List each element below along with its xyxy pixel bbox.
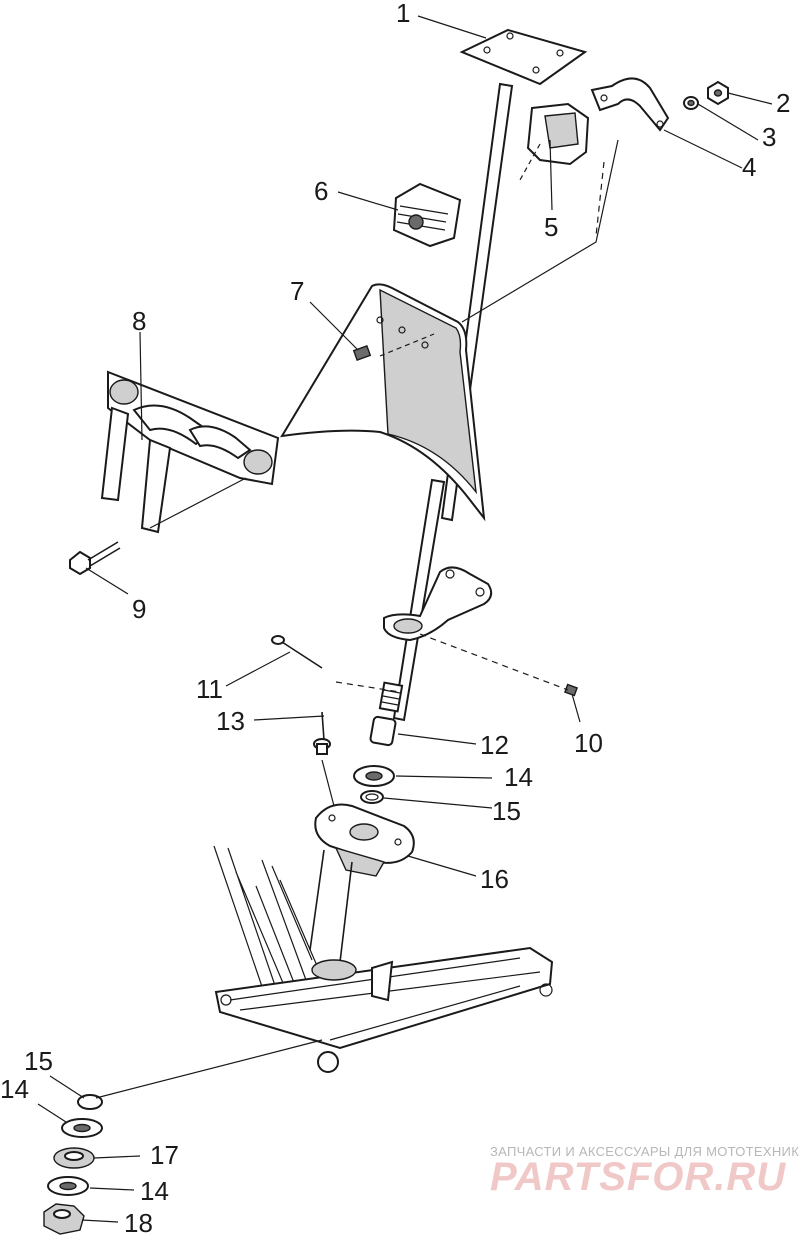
washer-lower-1 (61, 1118, 103, 1138)
callout-4: 4 (742, 152, 756, 182)
callout-1: 1 (396, 0, 410, 28)
nut-part (707, 80, 729, 106)
watermark: ЗАПЧАСТИ И АКСЕССУАРЫ ДЛЯ МОТОТЕХНИКИ PA… (490, 1144, 800, 1199)
callout-2: 2 (776, 88, 790, 118)
gusset-bracket (280, 283, 486, 522)
watermark-caption: ЗАПЧАСТИ И АКСЕССУАРЫ ДЛЯ МОТОТЕХНИКИ (490, 1144, 800, 1159)
lower-frame (213, 845, 554, 1073)
steering-arm-plate (383, 566, 493, 642)
callout-14: 14 (504, 762, 533, 792)
watermark-logo: PARTSFOR.RU (490, 1155, 786, 1199)
callout-9: 9 (132, 594, 146, 624)
washer-lower-2 (47, 1176, 89, 1196)
callout-6: 6 (314, 176, 328, 206)
callout-11: 11 (196, 674, 223, 704)
callout-18: 18 (124, 1208, 153, 1236)
lock-washer (53, 1147, 95, 1169)
callout-14-lower: 14 (0, 1074, 29, 1104)
threaded-end (369, 681, 404, 747)
callout-14-bottom: 14 (140, 1176, 169, 1206)
callout-7: 7 (290, 276, 304, 306)
callout-15-lower: 15 (24, 1046, 53, 1076)
mount-bracket (100, 370, 280, 534)
cotter-pin (271, 635, 323, 669)
callout-12: 12 (480, 730, 509, 760)
callout-8: 8 (132, 306, 146, 336)
washer-part (683, 96, 699, 110)
callout-5: 5 (544, 212, 558, 242)
bolt-part (69, 541, 121, 576)
callout-13: 13 (216, 706, 245, 736)
callout-10: 10 (574, 728, 603, 758)
ring-upper (360, 790, 384, 804)
clamp-part (590, 77, 670, 132)
bushing-part (526, 102, 590, 166)
callout-3: 3 (762, 122, 776, 152)
callout-17: 17 (150, 1140, 179, 1170)
leader-lines (37, 15, 773, 1223)
small-screw (564, 683, 578, 697)
block-part (392, 182, 462, 248)
washer-upper (353, 765, 395, 787)
bearing-block (314, 803, 415, 877)
castle-nut (43, 1203, 85, 1235)
callout-15: 15 (492, 796, 521, 826)
ring-lower (77, 1094, 103, 1110)
callout-16: 16 (480, 864, 509, 894)
rivet-part (313, 711, 331, 755)
